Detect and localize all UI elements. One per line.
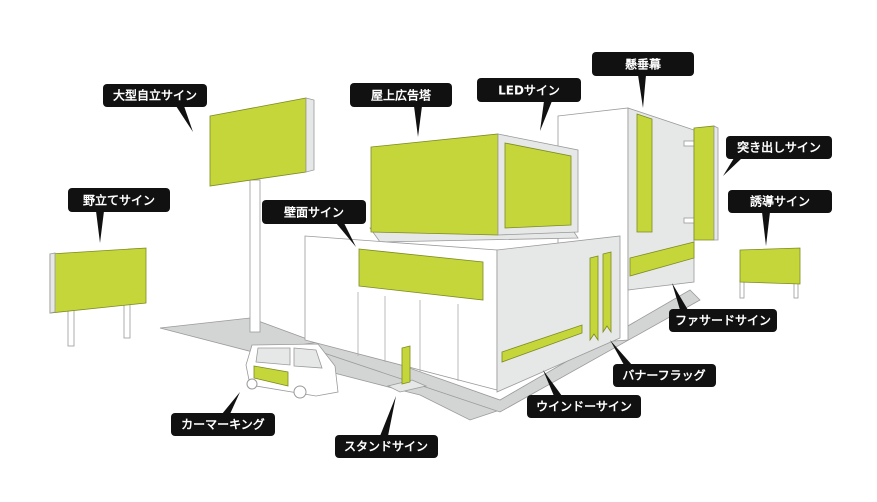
- label-rooftop-sign: 屋上広告塔: [350, 83, 452, 137]
- label-car-marking: カーマーキング: [171, 392, 275, 436]
- led-screen: [504, 142, 572, 229]
- label-text: 壁面サイン: [284, 205, 344, 220]
- label-field-sign: 野立てサイン: [68, 188, 170, 243]
- rooftop-billboard: [370, 133, 499, 236]
- label-text: 誘導サイン: [750, 194, 810, 209]
- entrance-doors: [357, 292, 459, 381]
- guide-sign: [739, 247, 801, 299]
- label-stand-sign: スタンドサイン: [335, 396, 438, 458]
- hanging-banner: [636, 113, 653, 233]
- label-text: LEDサイン: [498, 84, 560, 98]
- label-guide-sign: 誘導サイン: [728, 190, 832, 246]
- label-window-sign: ウインドーサイン: [527, 370, 641, 418]
- facade-sign: [629, 241, 695, 277]
- label-freestanding-sign: 大型自立サイン: [103, 84, 207, 132]
- label-text: バナーフラッグ: [622, 368, 705, 383]
- label-text: 突き出しサイン: [737, 140, 821, 155]
- stand-sign: [386, 345, 428, 393]
- label-text: カーマーキング: [181, 417, 265, 432]
- label-text: 野立てサイン: [83, 193, 155, 208]
- car: [245, 343, 339, 399]
- wall-sign: [358, 248, 484, 301]
- label-text: 懸垂幕: [625, 57, 662, 72]
- label-hanging-banner: 懸垂幕: [592, 52, 694, 108]
- window-sign: [501, 324, 583, 363]
- label-facade-sign: ファサードサイン: [669, 283, 777, 332]
- label-wall-sign: 壁面サイン: [262, 200, 366, 247]
- label-text: ウインドーサイン: [536, 400, 632, 414]
- label-text: 大型自立サイン: [113, 88, 197, 103]
- projecting-sign: [683, 125, 719, 241]
- label-text: スタンドサイン: [344, 440, 428, 454]
- label-text: ファサードサイン: [675, 314, 771, 328]
- label-led-sign: LEDサイン: [477, 78, 581, 131]
- label-banner-flag: バナーフラッグ: [610, 340, 716, 387]
- field-sign: [49, 247, 147, 347]
- label-projecting-sign: 突き出しサイン: [723, 136, 832, 176]
- label-text: 屋上広告塔: [371, 88, 432, 103]
- banner-flags: [589, 251, 612, 342]
- freestanding-sign: [209, 97, 315, 333]
